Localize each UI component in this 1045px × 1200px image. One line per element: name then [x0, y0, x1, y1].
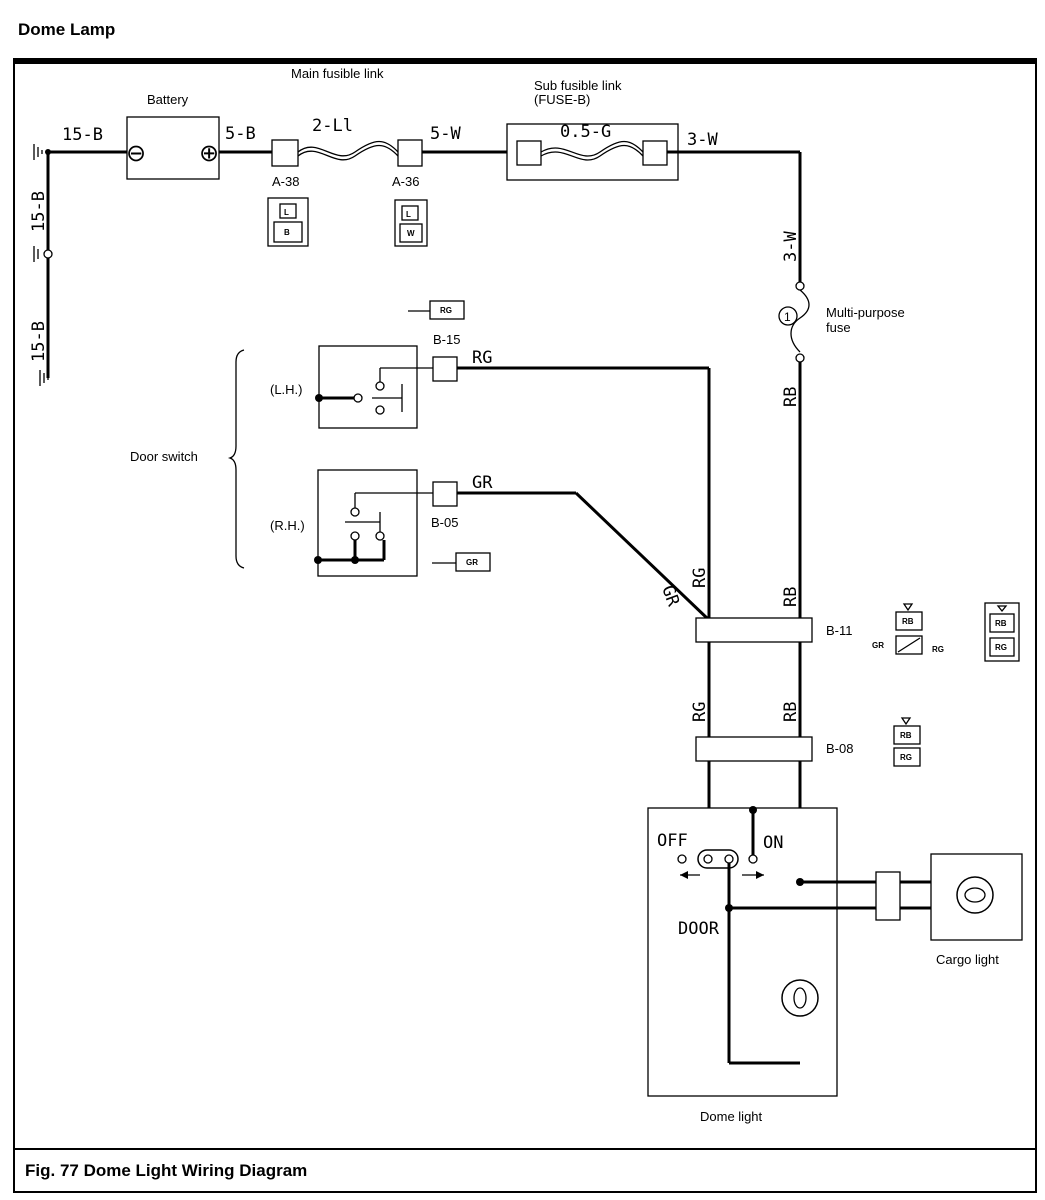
- a38-icon-bottom: B: [284, 228, 290, 237]
- b08-icon-bottom: RG: [900, 753, 912, 762]
- dome-light: [647, 807, 838, 1097]
- b08-icon-top: RB: [900, 731, 912, 740]
- connector-a38-label: A-38: [272, 174, 299, 189]
- wire-label-gr-top: GR: [472, 473, 493, 493]
- wire-label-3w-top: 3-W: [687, 130, 718, 150]
- door-switch-label: Door switch: [130, 449, 198, 464]
- wire-label-15b-mid: 15-B: [29, 191, 49, 232]
- battery-negative-terminal: ⊖: [126, 139, 146, 167]
- b11-icon2-bottom: RG: [995, 643, 1007, 652]
- b11-icon-left: GR: [872, 641, 884, 650]
- sub-fusible-link-label: Sub fusible link: [534, 78, 622, 93]
- battery-label: Battery: [147, 92, 189, 107]
- b11-icon-top: RB: [902, 617, 914, 626]
- b11-icon2-top: RB: [995, 619, 1007, 628]
- b11-icon-right: RG: [932, 645, 944, 654]
- b05-icon: GR: [466, 558, 478, 567]
- wire-label-gr-diagonal: GR: [657, 583, 683, 610]
- multipurpose-fuse-label: Multi-purpose: [826, 305, 905, 320]
- switch-on-label: ON: [763, 833, 783, 853]
- wire-label-2l: 2-Ll: [312, 116, 353, 136]
- wire-label-rg-top: RG: [472, 348, 492, 368]
- wire-label-rb-b11: RB: [781, 587, 801, 607]
- door-switch-lh-label: (L.H.): [270, 382, 303, 397]
- door-switch-rh-label: (R.H.): [270, 518, 305, 533]
- wire-label-5b: 5-B: [225, 124, 256, 144]
- wire-label-rg-lower: RG: [690, 702, 710, 722]
- fuse-number: 1: [784, 310, 791, 324]
- figure-caption: Fig. 77 Dome Light Wiring Diagram: [25, 1161, 308, 1180]
- multipurpose-fuse-sublabel: fuse: [826, 320, 851, 335]
- switch-off-label: OFF: [657, 831, 688, 851]
- wire-label-5w: 5-W: [430, 124, 461, 144]
- dome-light-label: Dome light: [700, 1109, 763, 1124]
- main-fusible-link-label: Main fusible link: [291, 66, 384, 81]
- a38-icon-top: L: [284, 208, 289, 217]
- ground-wiring: [33, 144, 128, 386]
- wire-label-rb-upper: RB: [781, 387, 801, 407]
- connector-b05-label: B-05: [431, 515, 458, 530]
- connector-b15-label: B-15: [433, 332, 460, 347]
- wire-label-rb-b08: RB: [781, 702, 801, 722]
- page-title: Dome Lamp: [18, 20, 116, 39]
- wire-label-05g: 0.5-G: [560, 122, 611, 142]
- a36-icon-top: L: [406, 210, 411, 219]
- connector-b11: [695, 617, 813, 643]
- wire-label-15b-top: 15-B: [62, 125, 103, 145]
- connector-b08-label: B-08: [826, 741, 853, 756]
- wire-label-3w-right: 3-W: [781, 231, 801, 262]
- connector-b08: [695, 736, 813, 762]
- a36-icon-bottom: W: [407, 229, 415, 238]
- sub-fusible-link-sublabel: (FUSE-B): [534, 92, 590, 107]
- switch-door-label: DOOR: [678, 919, 720, 939]
- connector-a36: [397, 139, 423, 167]
- connector-b11-label: B-11: [826, 623, 853, 638]
- battery-positive-terminal: ⊕: [199, 139, 219, 167]
- door-switch-lh: [318, 345, 418, 429]
- wire-label-rg-mid: RG: [690, 568, 710, 588]
- wire-label-15b-bottom: 15-B: [29, 321, 49, 362]
- door-switch-rh: [317, 469, 418, 577]
- connector-a36-label: A-36: [392, 174, 419, 189]
- connector-a38: [271, 139, 299, 167]
- caption-bar: Fig. 77 Dome Light Wiring Diagram: [15, 1148, 1035, 1191]
- diagram-frame: [13, 58, 1037, 1193]
- cargo-light-label: Cargo light: [936, 952, 999, 967]
- battery: [126, 116, 220, 180]
- b15-icon: RG: [440, 306, 452, 315]
